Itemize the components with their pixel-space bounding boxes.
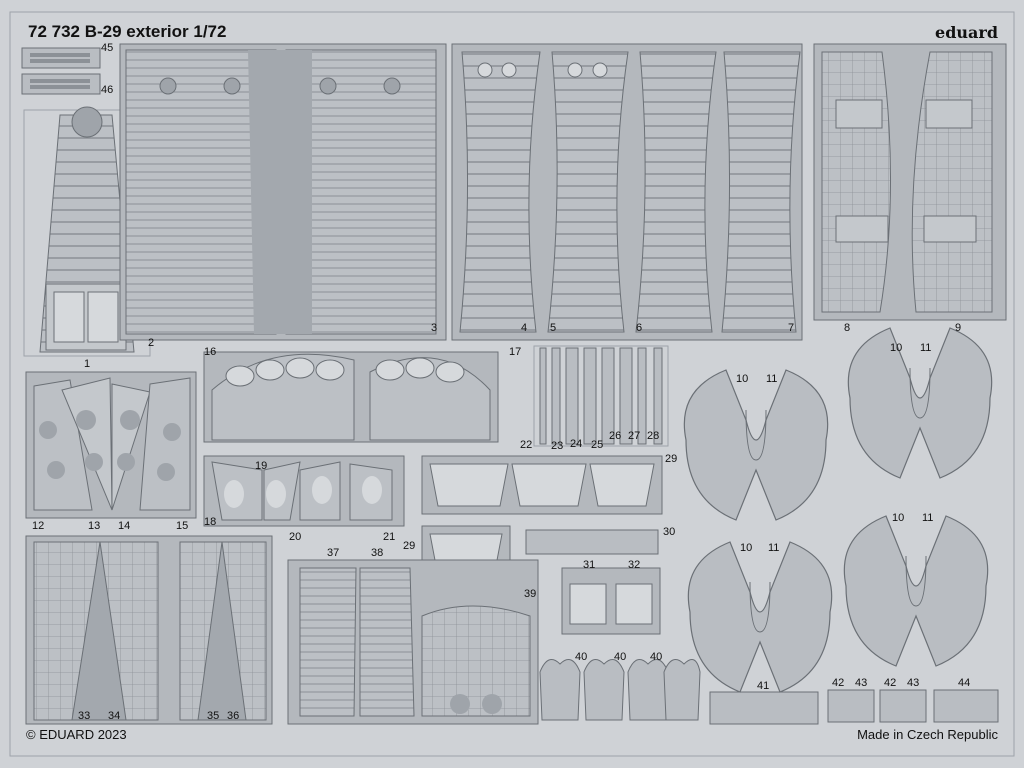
part-number-38: 38: [371, 547, 384, 559]
part-number-34: 34: [108, 710, 121, 722]
part-number-25: 25: [591, 439, 604, 451]
part-number-35: 35: [207, 710, 220, 722]
part-number-11: 11: [766, 373, 778, 385]
part-number-40: 40: [650, 651, 663, 663]
part-number-17: 17: [509, 346, 522, 358]
sheet-title: 72 732 B-29 exterior 1/72: [28, 22, 227, 41]
brand-logo: eduard: [935, 23, 998, 42]
part-number-40: 40: [575, 651, 588, 663]
part-number-7: 7: [788, 322, 795, 334]
part-number-32: 32: [628, 559, 641, 571]
part-12-15: [25, 371, 197, 519]
part-3: [119, 43, 447, 341]
part-number-33: 33: [78, 710, 91, 722]
part-number-4: 4: [521, 322, 528, 334]
part-number-36: 36: [227, 710, 240, 722]
part-number-42: 42: [884, 677, 897, 689]
part-number-13: 13: [88, 520, 101, 532]
part-number-15: 15: [176, 520, 189, 532]
part-number-40: 40: [614, 651, 627, 663]
part-33-36: [25, 535, 273, 725]
part-number-24: 24: [570, 438, 583, 450]
part-number-9: 9: [955, 322, 962, 334]
part-number-31: 31: [583, 559, 596, 571]
part-number-3: 3: [431, 322, 438, 334]
part-number-14: 14: [118, 520, 131, 532]
part-10-11-rings: [683, 327, 993, 693]
part-40: [539, 659, 701, 721]
part-number-46: 46: [101, 84, 114, 96]
part-number-44: 44: [958, 677, 971, 689]
part-number-30: 30: [663, 526, 676, 538]
part-4-7: [451, 43, 803, 341]
part-number-37: 37: [327, 547, 340, 559]
part-number-28: 28: [647, 430, 660, 442]
part-number-12: 12: [32, 520, 45, 532]
part-number-26: 26: [609, 430, 622, 442]
copyright-text: © EDUARD 2023: [26, 727, 127, 742]
part-45-46: [21, 47, 101, 95]
part-number-1: 1: [84, 358, 91, 370]
part-number-41: 41: [757, 680, 770, 692]
part-18-21: [203, 455, 405, 527]
part-16-17: [203, 351, 499, 443]
part-number-20: 20: [289, 531, 302, 543]
origin-text: Made in Czech Republic: [857, 727, 998, 742]
part-number-16: 16: [204, 346, 217, 358]
part-22-28: [533, 345, 669, 447]
part-number-11: 11: [920, 342, 932, 354]
part-30-32: [525, 529, 661, 635]
part-number-6: 6: [636, 322, 643, 334]
part-number-43: 43: [907, 677, 920, 689]
part-number-10: 10: [890, 342, 903, 354]
part-number-21: 21: [383, 531, 396, 543]
part-37-39: [287, 559, 539, 725]
part-number-18: 18: [204, 516, 217, 528]
part-number-11: 11: [768, 542, 780, 554]
part-number-22: 22: [520, 439, 533, 451]
part-number-11: 11: [922, 512, 934, 524]
part-number-45: 45: [101, 42, 114, 54]
part-29: [421, 455, 663, 583]
part-number-29: 29: [665, 453, 678, 465]
part-number-42: 42: [832, 677, 845, 689]
part-number-8: 8: [844, 322, 851, 334]
part-number-23: 23: [551, 440, 564, 452]
part-number-19: 19: [255, 460, 268, 472]
part-number-10: 10: [892, 512, 905, 524]
part-number-2: 2: [148, 337, 155, 349]
part-8-9: [813, 43, 1007, 321]
part-number-43: 43: [855, 677, 868, 689]
part-number-5: 5: [550, 322, 557, 334]
part-number-27: 27: [628, 430, 641, 442]
part-41-44: [709, 689, 999, 725]
part-number-39: 39: [524, 588, 537, 600]
part-number-10: 10: [740, 542, 753, 554]
part-number-10: 10: [736, 373, 749, 385]
part-number-29: 29: [403, 540, 416, 552]
